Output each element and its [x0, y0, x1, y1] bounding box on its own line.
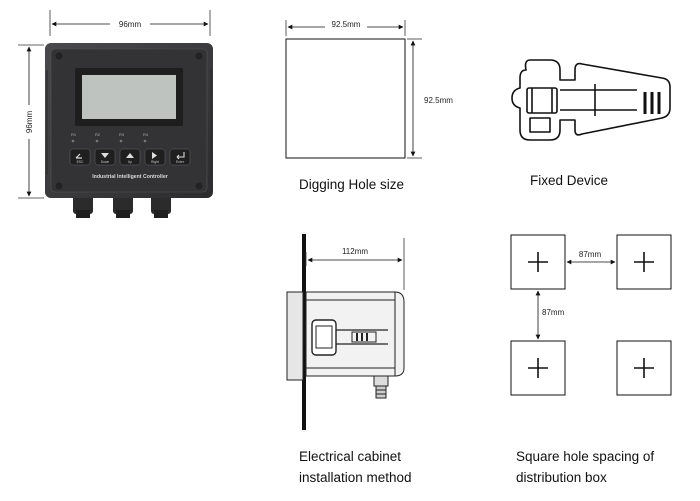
- relay-label-r3: R3: [119, 132, 125, 137]
- hole-top-left: [510, 234, 566, 290]
- svg-text:Enter: Enter: [176, 160, 185, 164]
- relay-label-r2: R2: [95, 132, 101, 137]
- right-triangle-icon: [152, 152, 157, 159]
- controller-width-dimension: 96mm: [49, 10, 211, 36]
- cabinet-installation-diagram: 112mm: [286, 234, 405, 430]
- cable-glands: [73, 194, 171, 218]
- cabinet-caption-line2: installation method: [299, 470, 412, 485]
- enter-icon: [176, 152, 185, 160]
- digging-hole-width-label: 92.5mm: [332, 20, 361, 29]
- fixed-device-diagram: [511, 59, 671, 141]
- spacing-horizontal-label: 87mm: [579, 250, 602, 259]
- spacing-caption-line2: distribution box: [516, 470, 607, 485]
- screw-icon: [195, 182, 203, 190]
- relay-label-r4: R4: [143, 132, 149, 137]
- lcd-screen: [82, 75, 176, 119]
- svg-text:Up: Up: [128, 160, 132, 164]
- cabinet-caption-line1: Electrical cabinet: [299, 449, 402, 464]
- controller-width-label: 96mm: [119, 20, 142, 29]
- cabinet-depth-label: 112mm: [342, 247, 368, 256]
- controller-panel-text: Industrial Intelligent Controller: [92, 174, 168, 180]
- relay-label-r1: R1: [71, 132, 77, 137]
- button-up[interactable]: Up: [119, 148, 141, 166]
- digging-hole-diagram: 92.5mm 92.5mm: [285, 19, 453, 159]
- hole-bottom-left: [510, 340, 566, 396]
- screw-icon: [195, 52, 203, 60]
- svg-text:ESC: ESC: [77, 160, 84, 164]
- digging-hole-square: [285, 38, 406, 159]
- spacing-vertical-label: 87mm: [542, 308, 565, 317]
- screw-icon: [55, 52, 63, 60]
- controller-device: 96mm 96mm: [18, 10, 213, 218]
- controller-height-dimension: 96mm: [18, 44, 44, 199]
- digging-hole-height-label: 92.5mm: [424, 96, 453, 105]
- hole-bottom-right: [616, 340, 672, 396]
- button-right[interactable]: Right: [144, 148, 166, 166]
- svg-text:Down: Down: [101, 160, 110, 164]
- screw-icon: [55, 182, 63, 190]
- button-enter[interactable]: Enter: [169, 148, 191, 166]
- back-arrow-icon: [75, 153, 82, 159]
- hole-spacing-diagram: [510, 234, 672, 396]
- cabinet-wall: [302, 234, 306, 430]
- controller-height-label: 96mm: [25, 111, 34, 134]
- fixed-device-caption: Fixed Device: [530, 173, 609, 188]
- digging-hole-caption: Digging Hole size: [299, 177, 405, 192]
- button-esc[interactable]: ESC: [69, 148, 91, 166]
- down-triangle-icon: [101, 153, 109, 158]
- svg-text:Right: Right: [151, 160, 159, 164]
- up-triangle-icon: [126, 153, 134, 158]
- spacing-caption-line1: Square hole spacing of: [516, 449, 655, 464]
- button-down[interactable]: Down: [94, 148, 116, 166]
- hole-top-right: [616, 234, 672, 290]
